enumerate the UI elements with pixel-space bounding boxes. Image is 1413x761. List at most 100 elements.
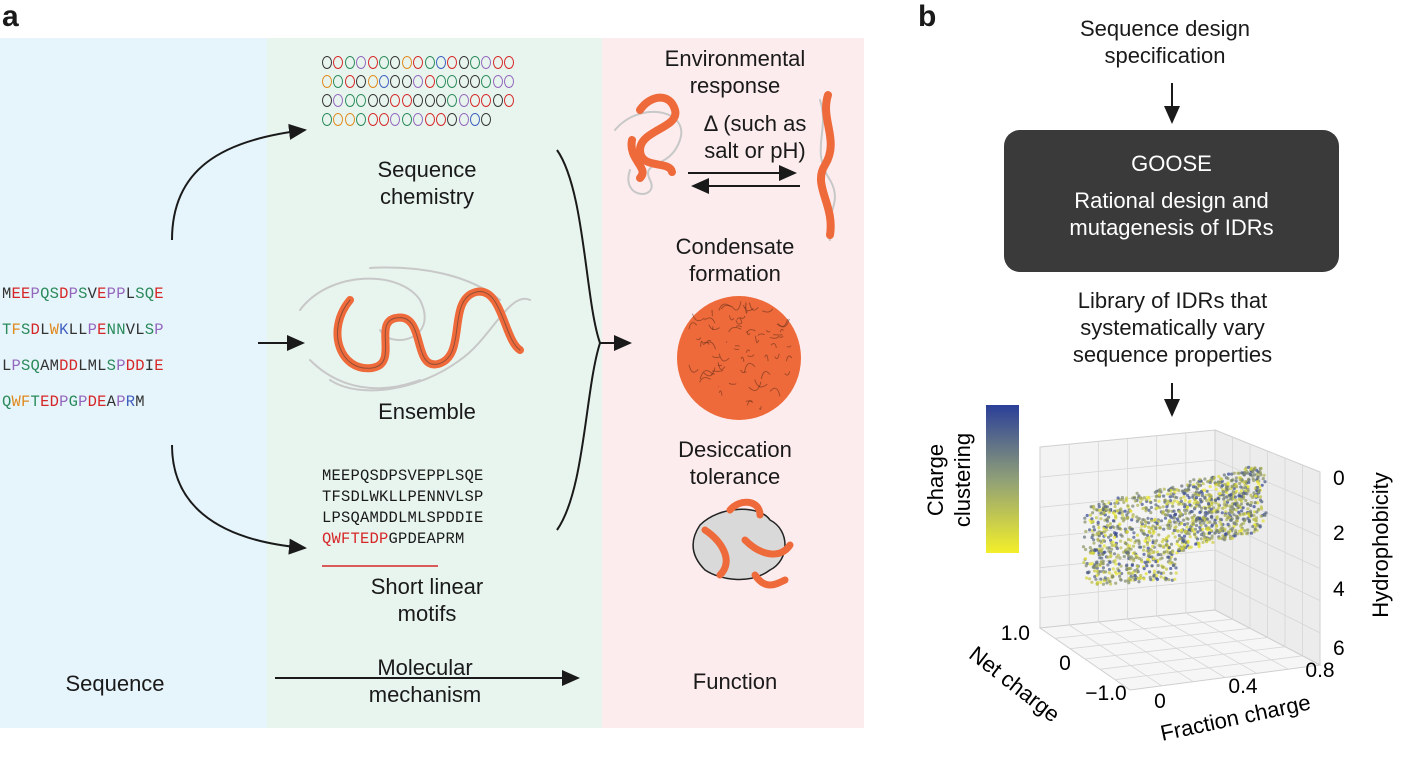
data-point [1206,517,1210,521]
data-point [1217,483,1221,487]
data-point [1186,487,1190,491]
data-point [1169,492,1173,496]
data-point [1150,564,1154,568]
residue: S [49,285,60,303]
data-point [1166,513,1170,517]
data-point [1088,546,1092,550]
data-point [1083,516,1087,520]
data-point [1166,526,1170,530]
data-point [1141,506,1145,511]
residue-circle [458,56,469,69]
condensate-strand [688,322,698,330]
data-point [1253,527,1257,532]
data-point [1144,536,1148,541]
data-point [1172,499,1176,503]
residue: P [78,393,88,411]
condensate-strand [696,337,701,341]
data-point [1232,513,1236,517]
data-point [1255,488,1259,492]
data-point [1124,541,1128,546]
data-point [1101,562,1105,566]
data-point [1091,565,1095,569]
data-point [1210,501,1214,505]
data-point [1204,524,1208,528]
data-point [1153,541,1157,545]
data-point [1226,476,1230,481]
data-point [1234,476,1238,480]
data-point [1168,519,1172,523]
data-point [1121,519,1125,523]
data-point [1173,577,1177,581]
data-point [1103,533,1107,538]
environmental-response-chains [614,91,836,241]
data-point [1100,556,1104,560]
data-point [1147,521,1151,525]
data-point [1084,529,1088,534]
data-point [1090,580,1094,584]
residue: L [135,321,145,339]
data-point [1180,489,1185,493]
condensate-strand [720,304,733,310]
data-point [1237,510,1241,514]
data-point [1216,510,1220,514]
data-point [1132,535,1136,539]
data-point [1233,495,1237,499]
data-point [1187,496,1191,500]
data-point [1200,506,1204,510]
data-point [1142,545,1146,549]
data-point [1131,557,1136,561]
data-point [1153,498,1157,502]
data-point [1171,501,1175,505]
data-point [1108,579,1112,584]
data-point [1186,483,1190,487]
data-point [1092,507,1096,511]
data-point [1107,510,1111,514]
data-point [1165,502,1169,506]
data-point [1143,560,1147,564]
data-point [1209,510,1213,514]
data-point [1084,547,1088,552]
data-point [1099,580,1103,585]
data-point [1259,505,1263,509]
data-point [1189,545,1193,549]
data-point [1216,496,1220,500]
data-point [1202,521,1206,525]
data-point [1096,520,1100,525]
residue-circle [435,56,446,69]
data-point [1157,543,1161,547]
data-point [1191,528,1195,533]
data-point [1208,531,1212,535]
condensate-strand [770,342,777,348]
data-point [1208,485,1212,489]
data-point [1131,515,1135,519]
data-point [1147,525,1151,529]
data-point [1249,493,1253,497]
data-point [1214,498,1218,502]
residue: E [154,285,164,303]
tick-label: 6 [1333,637,1345,660]
data-point [1220,477,1224,481]
data-point [1203,506,1207,510]
data-point [1198,528,1202,532]
data-point [1122,554,1126,559]
condensate-strand [700,340,704,347]
data-point [1210,536,1214,540]
data-point [1245,492,1249,496]
condensate-strand [735,325,743,328]
data-point [1098,563,1102,567]
residue-circle [447,75,458,88]
net-charge-label: Net charge [965,641,1065,727]
residue-circle [504,94,515,107]
tick-label: 0 [1059,652,1071,675]
data-point [1085,576,1089,580]
residue: D [135,357,145,375]
data-point [1116,524,1120,529]
data-point [1163,513,1167,517]
data-point [1132,531,1136,535]
data-point [1116,553,1120,557]
brace-merge [556,149,602,531]
data-point [1111,519,1116,523]
residue: N [106,321,117,339]
data-point [1098,570,1102,574]
